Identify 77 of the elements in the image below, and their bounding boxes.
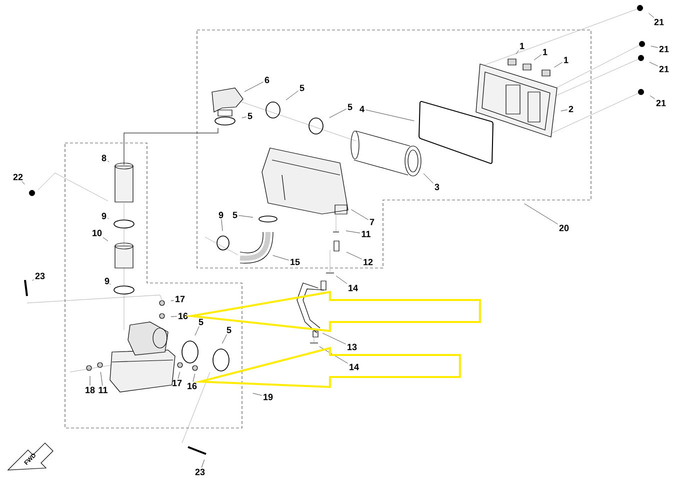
leader-line [222,334,228,344]
leader-line [244,82,264,92]
callout-number: 16 [178,312,188,320]
callout-number: 9 [102,212,106,220]
callout-number: 16 [188,382,197,390]
leader-line [648,13,654,18]
leader-line [22,181,25,184]
leader-line [272,255,289,260]
leader-line [108,160,110,162]
leader-line [319,346,348,364]
leader-line [351,209,368,220]
leader-line [178,372,180,379]
leader-line [650,96,655,100]
leader-line [554,62,562,68]
callout-number: 17 [172,380,182,386]
leader-line [322,332,346,344]
callout-number: 5 [300,84,304,92]
callout-number: 11 [98,386,108,394]
callout-number: 14 [348,284,358,292]
leader-line [423,173,434,184]
callout-number: 21 [659,66,669,72]
callout-number: 5 [248,112,252,120]
leader-line [650,46,658,48]
callout-number: 3 [434,184,440,190]
leader-line [524,203,558,224]
leader-line [170,316,177,317]
callout-number: 22 [13,174,23,180]
callout-number: 21 [654,18,664,26]
callout-number: 5 [226,326,232,334]
callout-number: 5 [232,212,238,218]
callout-number: 5 [348,104,352,110]
leader-line [252,393,262,396]
leader-line [649,62,658,66]
leader-line [336,276,348,284]
leader-line [192,374,196,382]
callout-number: 23 [195,468,205,476]
leader-line [238,215,254,218]
callout-number: 11 [362,230,370,238]
callout-number: 19 [264,394,273,400]
leader-line [32,279,34,281]
leader-line [102,237,108,242]
leader-line [194,326,200,336]
leader-line [170,300,174,302]
callout-number: 6 [264,76,270,84]
leader-line [346,230,360,234]
leader-line [286,90,298,100]
callout-number: 1 [520,42,524,50]
callout-number: 2 [568,106,574,112]
leader-line [560,110,568,112]
leader-line [346,252,362,260]
leader-line [201,460,205,468]
leader-line [366,110,414,122]
leader-line [242,116,246,118]
callout-number: 5 [198,318,204,326]
leader-line [534,54,542,60]
callout-number: 8 [102,154,106,162]
callout-number: 1 [543,48,548,56]
callout-number: 18 [86,386,95,394]
callout-number: 4 [360,106,364,112]
leader-line [516,50,519,54]
callout-number: 12 [364,258,373,266]
callout-number: 13 [348,344,357,350]
callout-number: 15 [290,258,300,266]
callout-number: 21 [659,46,669,52]
callout-number: 9 [218,212,224,218]
callout-number: 9 [104,278,110,284]
leader-line [221,219,223,232]
leader-line [100,372,103,386]
callout-number: 20 [559,224,569,232]
callout-number: 23 [35,272,45,280]
callout-number: 17 [176,296,185,302]
callout-number: 21 [656,100,666,106]
callout-number: 1 [564,56,568,64]
leader-line [329,108,346,118]
callout-number: 10 [92,230,102,236]
callout-number: 14 [350,364,359,370]
callout-number: 7 [370,218,374,226]
